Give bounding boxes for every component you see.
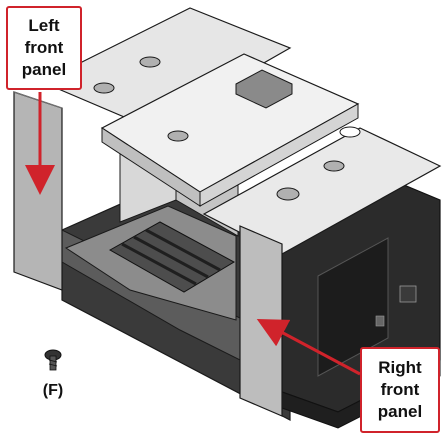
screw-icon xyxy=(44,349,62,371)
callout-right-front-panel: Right front panel xyxy=(360,347,440,433)
callout-left-front-panel: Left front panel xyxy=(6,6,82,90)
enclosure-top xyxy=(40,7,442,255)
right-panel-arrow xyxy=(256,318,361,376)
left-front-panel xyxy=(13,91,63,291)
right-front-panel xyxy=(239,225,283,417)
part-label-f: (F) xyxy=(42,382,64,399)
